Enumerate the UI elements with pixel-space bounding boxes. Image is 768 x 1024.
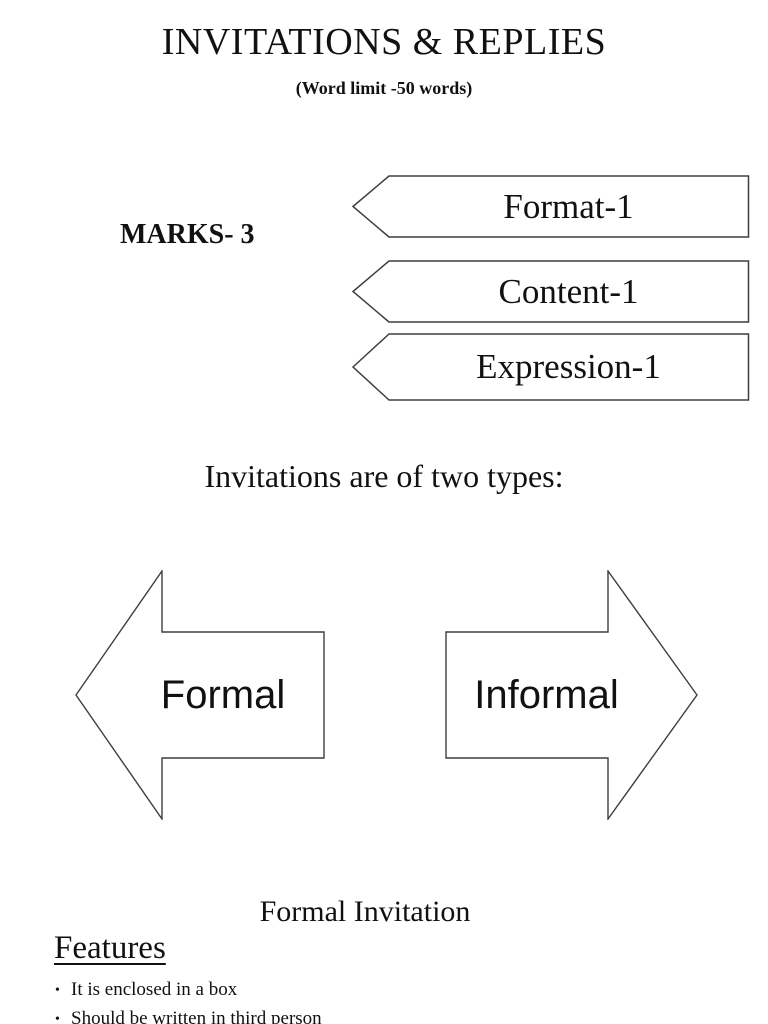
types-heading: Invitations are of two types:	[204, 458, 564, 494]
marks-label: MARKS- 3	[120, 219, 255, 250]
list-item: • It is enclosed in a box	[54, 979, 322, 1001]
pentagon-arrow-left-shape	[352, 260, 750, 323]
pentagon-arrow-left-shape	[352, 333, 750, 401]
page-title: INVITATIONS & REPLIES	[161, 21, 607, 63]
block-arrow-left-shape	[75, 570, 325, 820]
feature-text: It is enclosed in a box	[71, 979, 238, 1000]
word-limit-subtitle: (Word limit -50 words)	[295, 78, 473, 98]
criterion-banner-expression: Expression-1	[352, 333, 750, 401]
pentagon-arrow-left-shape	[352, 175, 750, 238]
list-item: • Should be written in third person	[54, 1008, 322, 1024]
arrow-label: Formal	[160, 672, 286, 717]
arrow-label: Informal	[474, 672, 619, 717]
criterion-banner-format: Format-1	[352, 175, 750, 238]
section-heading: Formal Invitation	[259, 895, 471, 928]
banner-label: Format-1	[503, 186, 634, 226]
bullet-icon: •	[55, 983, 60, 998]
banner-label: Expression-1	[476, 347, 661, 386]
banner-label: Content-1	[498, 271, 639, 311]
informal-right-arrow: Informal	[445, 570, 698, 820]
bullet-icon: •	[55, 1012, 60, 1024]
feature-list: • It is enclosed in a box • Should be wr…	[54, 979, 322, 1024]
features-heading: Features	[54, 930, 166, 966]
criterion-banner-content: Content-1	[352, 260, 750, 323]
block-arrow-right-shape	[445, 570, 698, 820]
feature-text: Should be written in third person	[71, 1008, 322, 1024]
formal-left-arrow: Formal	[75, 570, 325, 820]
